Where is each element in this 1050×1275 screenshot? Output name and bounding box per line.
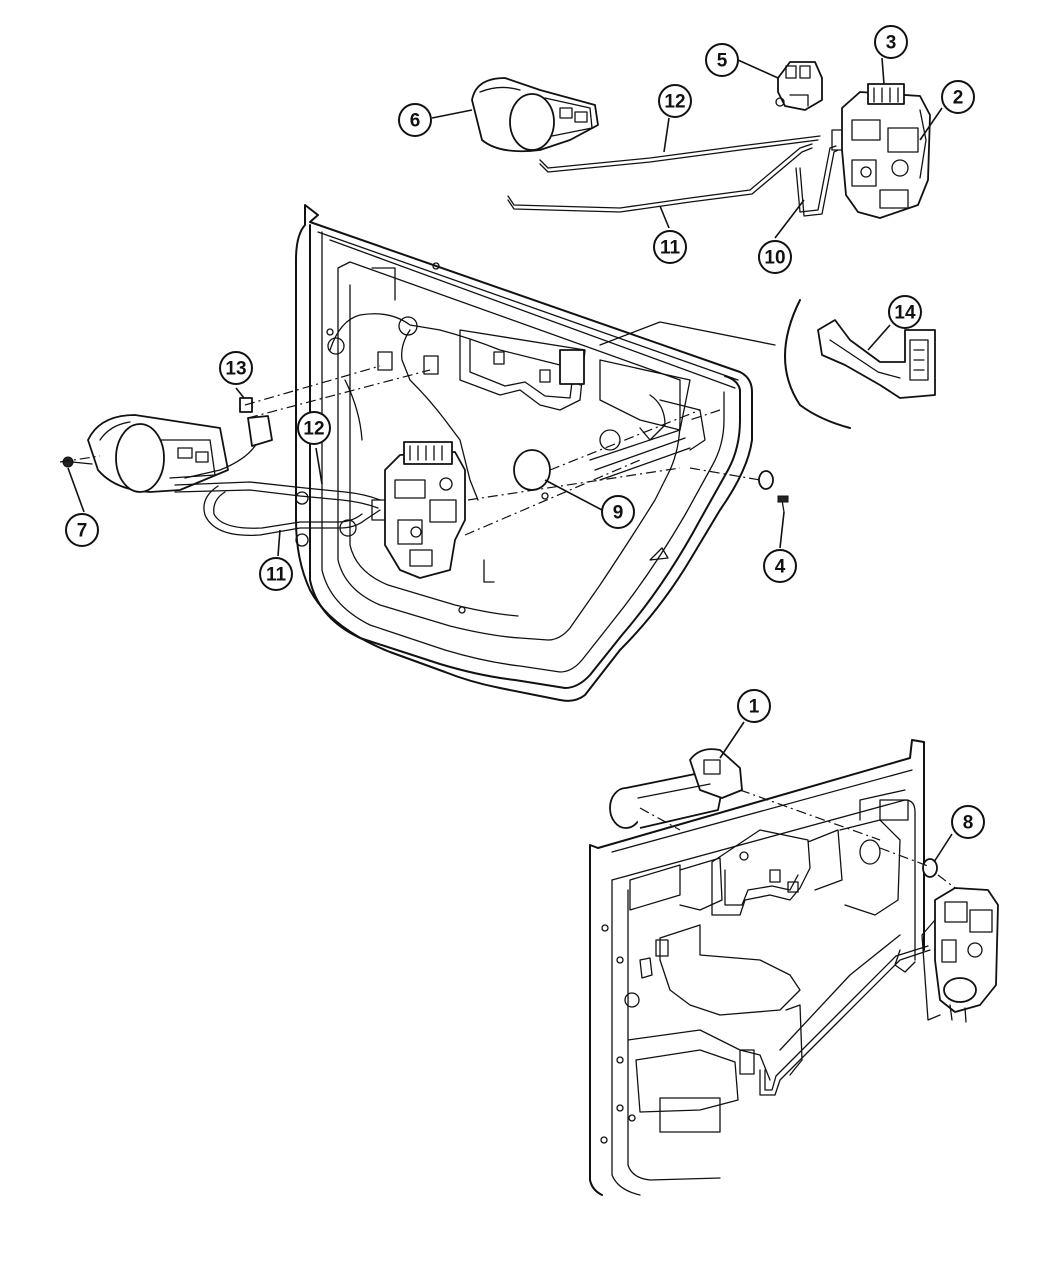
svg-text:1: 1	[749, 697, 760, 718]
rear-door-inside-handle	[87, 414, 229, 493]
callout-1: 1	[737, 689, 771, 723]
svg-text:14: 14	[894, 303, 916, 324]
callout-7: 7	[65, 513, 99, 547]
door-latch-2	[831, 83, 931, 219]
svg-text:5: 5	[717, 51, 728, 72]
callout-9: 9	[601, 495, 635, 529]
svg-text:12: 12	[303, 419, 324, 440]
front-door-inner-panel	[589, 739, 931, 1196]
detail-view-14	[599, 299, 936, 429]
svg-text:3: 3	[886, 33, 897, 54]
callout-12-lower: 12	[297, 411, 331, 445]
svg-text:8: 8	[963, 813, 974, 834]
rear-door-latch-assembly	[371, 441, 466, 579]
outside-handle-1	[609, 748, 743, 829]
callout-10: 10	[758, 240, 792, 274]
screw-7	[62, 456, 93, 468]
callout-5: 5	[705, 43, 739, 77]
front-door-latch	[921, 887, 999, 1023]
svg-text:2: 2	[953, 88, 964, 109]
svg-text:13: 13	[225, 359, 246, 380]
rod-12	[539, 135, 821, 173]
wiring-connector-13	[184, 397, 273, 479]
svg-text:4: 4	[775, 557, 786, 578]
svg-text:12: 12	[664, 92, 685, 113]
rod-11	[507, 143, 813, 213]
svg-text:6: 6	[410, 111, 421, 132]
inside-handle-6	[471, 77, 599, 153]
leader-lines	[67, 57, 953, 863]
callout-11-upper: 11	[653, 230, 687, 264]
callout-11-lower: 11	[259, 557, 293, 591]
svg-text:9: 9	[613, 503, 624, 524]
switch-5	[775, 61, 823, 111]
alignment-lines-upper	[59, 365, 761, 536]
rear-door-inner-panel	[295, 204, 753, 702]
callout-12-upper: 12	[658, 84, 692, 118]
rod-10	[795, 145, 839, 217]
callout-8: 8	[951, 805, 985, 839]
callout-4: 4	[763, 549, 797, 583]
svg-text:7: 7	[77, 521, 88, 542]
callout-2: 2	[941, 80, 975, 114]
svg-text:11: 11	[266, 565, 287, 586]
rear-door-cables	[174, 481, 381, 547]
alignment-lines-lower	[639, 789, 956, 889]
nut-8	[922, 858, 938, 878]
callout-3: 3	[874, 25, 908, 59]
svg-text:11: 11	[660, 238, 681, 259]
screw-4	[758, 470, 789, 513]
plug-9	[513, 449, 551, 491]
callout-14: 14	[888, 295, 922, 329]
callout-13: 13	[219, 351, 253, 385]
svg-text:10: 10	[764, 248, 785, 269]
callout-6: 6	[398, 103, 432, 137]
